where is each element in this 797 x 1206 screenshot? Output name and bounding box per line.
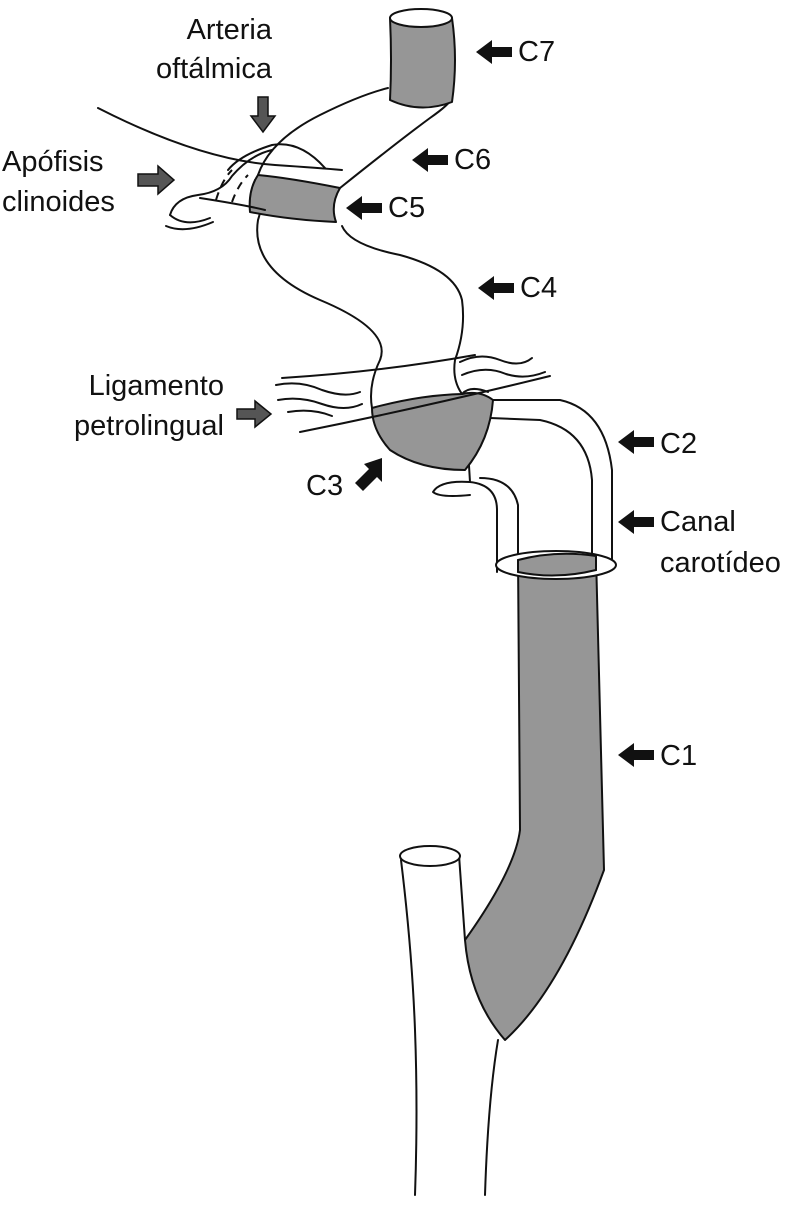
external-carotid-vessel [400,859,418,1196]
label-c7: C7 [518,36,556,68]
label-canal-carotideo-line1: Canal [660,506,736,538]
c3-arrow-icon [355,458,382,491]
label-apofisis-clinoides-line1: Apófisis [2,146,104,178]
segment-c6-outline-right [339,97,453,189]
label-c6: C6 [454,144,492,176]
segment-c5-shape [248,174,341,223]
label-c3: C3 [306,470,344,502]
arteria-oftalmica-arrow-icon [249,96,277,134]
canal-opening-front-shade [517,552,597,577]
canal-carotideo-arrow-icon [618,510,654,534]
clinoid-process-tip [165,214,214,231]
clinoid-process-shape [169,149,273,216]
label-c2: C2 [660,428,698,460]
dural-ring-line-lower [199,197,266,211]
common-carotid-vessel [484,1039,499,1196]
label-ligamento-petrolingual-line1: Ligamento [88,370,224,402]
segment-c6-outline-left [257,87,389,176]
segment-c1-shape [464,555,605,1041]
label-canal-carotideo-line2: carotídeo [660,547,781,579]
label-ligamento-petrolingual-line2: petrolingual [74,410,224,442]
clinoid-process-dashed [215,169,249,203]
label-apofisis-clinoides-line2: clinoides [2,186,115,218]
label-arteria-oftalmica-line1: Arteria [186,14,272,46]
apofisis-clinoides-arrow-icon [137,164,176,196]
label-arteria-oftalmica-line2: oftálmica [155,53,272,85]
label-c5: C5 [388,192,426,224]
external-carotid-opening [399,845,461,867]
external-carotid-vessel-inner [458,854,466,941]
ophthalmic-artery-branch [227,143,326,171]
petrolingual-ligament-line-upper [281,354,476,379]
c4-arrow-icon [478,276,514,300]
carotid-canal-inner [479,417,593,566]
c6-arrow-icon [412,148,448,172]
c5-arrow-icon [346,196,382,220]
petrolingual-ligament-line-lower [299,375,551,433]
segment-c7-opening [389,8,453,28]
segment-c7-shape [389,17,456,109]
label-c1: C1 [660,740,698,772]
ligamento-petrolingual-arrow-icon [236,399,273,429]
c2-arrow-icon [618,430,654,454]
segment-c4-outline-right [341,225,465,395]
c1-arrow-icon [618,743,654,767]
c7-arrow-icon [476,40,512,64]
segment-c3-shape [371,391,494,471]
petrolingual-fibers-left [275,382,363,417]
petrolingual-fibers-right [459,355,546,378]
carotid-canal-outline [464,399,613,573]
segment-c2-inner-wall [432,480,471,497]
label-c4: C4 [520,272,558,304]
dural-ring-line [97,107,343,171]
